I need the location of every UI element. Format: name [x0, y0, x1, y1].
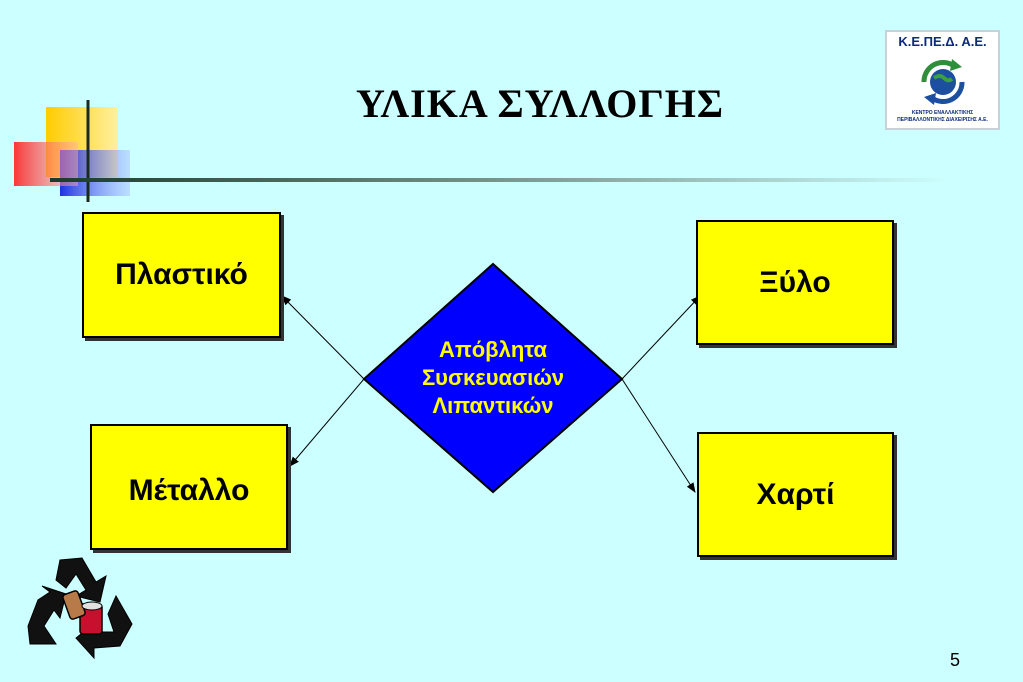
center-label-line3: Λιπαντικών	[432, 393, 554, 418]
connector-to-paper	[621, 378, 696, 493]
connector-to-wood	[621, 295, 701, 380]
box-wood: Ξύλο	[696, 220, 894, 345]
recycle-bin-icon	[27, 557, 133, 660]
recycle-globe-icon	[921, 59, 965, 105]
title-decoration	[14, 100, 950, 202]
logo-name: Κ.Ε.ΠΕ.Δ. Α.Ε.	[898, 34, 987, 49]
box-metal-label: Μέταλλο	[128, 474, 250, 507]
box-plastic: Πλαστικό	[82, 212, 281, 338]
box-plastic-label: Πλαστικό	[115, 258, 248, 291]
logo-subtitle-line2: ΠΕΡΙΒΑΛΛΟΝΤΙΚΗΣ ΔΙΑΧΕΙΡΙΣΗΣ Α.Ε.	[897, 117, 988, 123]
box-wood-label: Ξύλο	[759, 265, 831, 299]
box-metal: Μέταλλο	[90, 424, 288, 550]
page-number: 5	[949, 650, 960, 670]
center-label-line2: Συσκευασιών	[421, 365, 565, 390]
page-title: ΥΛΙΚΑ ΣΥΛΛΟΓΗΣ	[355, 81, 725, 126]
center-label: Απόβλητα Συσκευασιών Λιπαντικών	[380, 336, 606, 420]
center-label-line1: Απόβλητα	[438, 337, 547, 362]
logo-subtitle-line1: ΚΕΝΤΡΟ ΕΝΑΛΛΑΚΤΙΚΗΣ	[911, 110, 974, 116]
connector-to-plastic	[281, 295, 365, 380]
connector-to-metal	[289, 378, 365, 467]
center-diamond	[362, 262, 624, 494]
box-paper-label: Χαρτί	[756, 477, 835, 511]
kepped-logo: Κ.Ε.ΠΕ.Δ. Α.Ε. ΚΕΝΤΡΟ ΕΝΑΛΛΑΚΤΙΚΗΣ ΠΕΡΙΒ…	[885, 30, 1000, 130]
logo-subtitle: ΚΕΝΤΡΟ ΕΝΑΛΛΑΚΤΙΚΗΣ ΠΕΡΙΒΑΛΛΟΝΤΙΚΗΣ ΔΙΑΧ…	[887, 110, 998, 124]
box-paper: Χαρτί	[697, 432, 894, 557]
title-rule	[50, 178, 950, 182]
